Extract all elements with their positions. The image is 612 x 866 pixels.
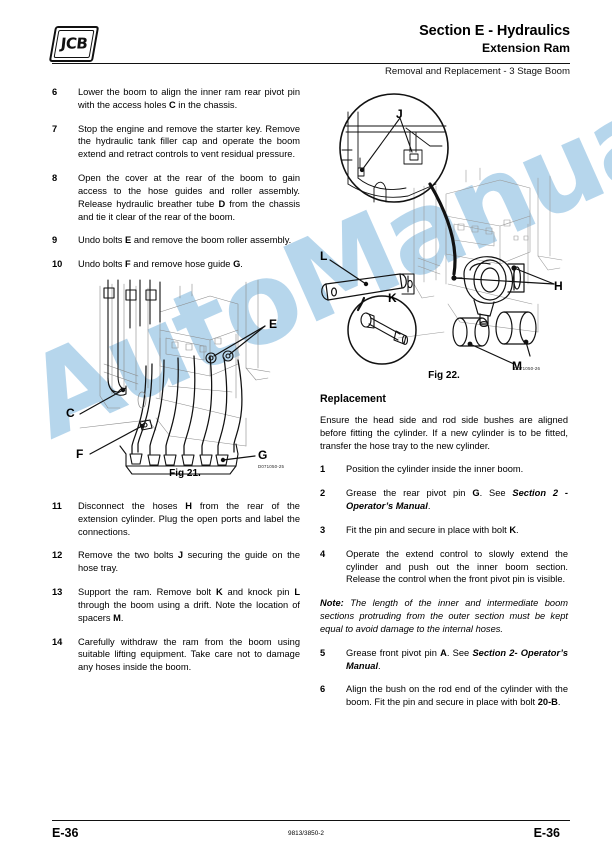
figure-22-label-l: L	[320, 249, 328, 263]
step-number: 1	[320, 464, 326, 475]
step-text: Fit the pin and secure in place with bol…	[346, 524, 519, 535]
step-text: Carefully withdraw the ram from the boom…	[78, 636, 300, 673]
step-text: Align the bush on the rod end of the cyl…	[346, 684, 568, 708]
header-section-subtitle: Extension Ram	[481, 41, 570, 55]
footer-divider	[52, 820, 570, 821]
step-text: Remove the two bolts J securing the guid…	[78, 550, 300, 574]
figure-21-label-c: C	[66, 406, 75, 420]
step-text: Undo bolts F and remove hose guide G.	[78, 259, 243, 270]
right-step-4: 4 Operate the extend control to slowly ex…	[320, 548, 568, 586]
header-procedure-caption: Removal and Replacement - 3 Stage Boom	[384, 66, 570, 77]
figure-21-code: D071050-25	[258, 464, 285, 469]
step-text: Support the ram. Remove bolt K and knock…	[78, 587, 300, 623]
step-number: 12	[52, 550, 63, 561]
left-step-10: 10 Undo bolts F and remove hose guide G.	[52, 258, 300, 271]
left-step-11: 11 Disconnect the hoses H from the rear o…	[52, 500, 300, 538]
step-number: 5	[320, 647, 326, 658]
right-step-6: 6 Align the bush on the rod end of the cy…	[320, 683, 568, 709]
figure-22-label-m: M	[512, 359, 522, 373]
right-step-2: 2 Grease the rear pivot pin G. See Sectio…	[320, 487, 568, 513]
right-step-3: 3 Fit the pin and secure in place with bo…	[320, 524, 568, 537]
right-step-5: 5 Grease front pivot pin A. See Section 2…	[320, 647, 568, 673]
step-number: 14	[52, 636, 63, 647]
figure-22-label-j: J	[396, 107, 403, 121]
step-number: 6	[52, 87, 58, 97]
left-step-6: 6 Lower the boom to align the inner ram r…	[52, 86, 300, 112]
figure-21-drawing	[79, 279, 271, 475]
figure-22-caption: Fig 22.	[428, 370, 460, 381]
step-text: Undo bolts E and remove the boom roller …	[78, 235, 292, 246]
figure-21-caption: Fig 21.	[169, 468, 201, 479]
step-number: 10	[52, 259, 63, 270]
figure-21: E C F G D071050-25 Fig 21.	[60, 268, 310, 480]
step-number: 4	[320, 548, 326, 559]
step-number: 13	[52, 587, 63, 598]
left-column-steps-top: 6 Lower the boom to align the inner ram r…	[52, 86, 300, 282]
figure-21-label-g: G	[258, 448, 268, 462]
jcb-logo: JCB	[48, 26, 100, 62]
page-header: JCB Section E - Hydraulics Extension Ram	[48, 22, 570, 68]
step-number: 6	[320, 684, 326, 695]
step-text: Stop the engine and remove the starter k…	[78, 123, 300, 160]
left-step-8: 8 Open the cover at the rear of the boom …	[52, 172, 300, 223]
replacement-intro: Ensure the head side and rod side bushes…	[320, 415, 568, 451]
replacement-heading: Replacement	[320, 393, 386, 405]
step-number: 2	[320, 488, 326, 499]
left-step-9: 9 Undo bolts E and remove the boom roller…	[52, 234, 300, 247]
step-number: 7	[52, 123, 58, 134]
step-text: Grease front pivot pin A. See Section 2-…	[346, 647, 568, 671]
replacement-note: Note: The length of the inner and interm…	[320, 598, 568, 634]
step-number: 11	[52, 501, 62, 511]
footer-page-left: E-36	[52, 826, 79, 840]
footer-page-right: E-36	[533, 826, 560, 840]
left-column-steps-bottom: 11 Disconnect the hoses H from the rear o…	[52, 500, 300, 685]
step-number: 3	[320, 524, 326, 535]
step-text: Grease the rear pivot pin G. See Section…	[346, 488, 568, 512]
step-text: Operate the extend control to slowly ext…	[346, 548, 568, 585]
left-step-13: 13 Support the ram. Remove bolt K and kno…	[52, 586, 300, 624]
step-text: Open the cover at the rear of the boom t…	[78, 173, 300, 222]
left-step-7: 7 Stop the engine and remove the starter …	[52, 123, 300, 161]
header-divider	[52, 63, 570, 64]
figure-21-label-e: E	[269, 317, 278, 331]
figure-22-code: D071050-26	[514, 366, 541, 371]
step-number: 9	[52, 235, 58, 246]
figure-22-label-h: H	[554, 279, 563, 293]
figure-21-label-f: F	[76, 447, 84, 461]
footer-document-number: 9813/3850-2	[288, 830, 324, 837]
step-text: Position the cylinder inside the inner b…	[346, 464, 524, 475]
figure-22-drawing	[321, 93, 563, 365]
right-step-1: 1 Position the cylinder inside the inner …	[320, 463, 568, 476]
header-section-title: Section E - Hydraulics	[419, 23, 570, 39]
step-text: Disconnect the hoses H from the rear of …	[78, 501, 300, 537]
left-step-14: 14 Carefully withdraw the ram from the bo…	[52, 636, 300, 674]
jcb-logo-text: JCB	[59, 34, 89, 53]
left-step-12: 12 Remove the two bolts J securing the gu…	[52, 549, 300, 575]
step-number: 8	[52, 173, 58, 184]
figure-22-label-k: K	[388, 291, 397, 305]
figure-22: J L K H M D071050-26 Fig 22.	[318, 88, 570, 381]
step-text: Lower the boom to align the inner ram re…	[78, 87, 300, 110]
